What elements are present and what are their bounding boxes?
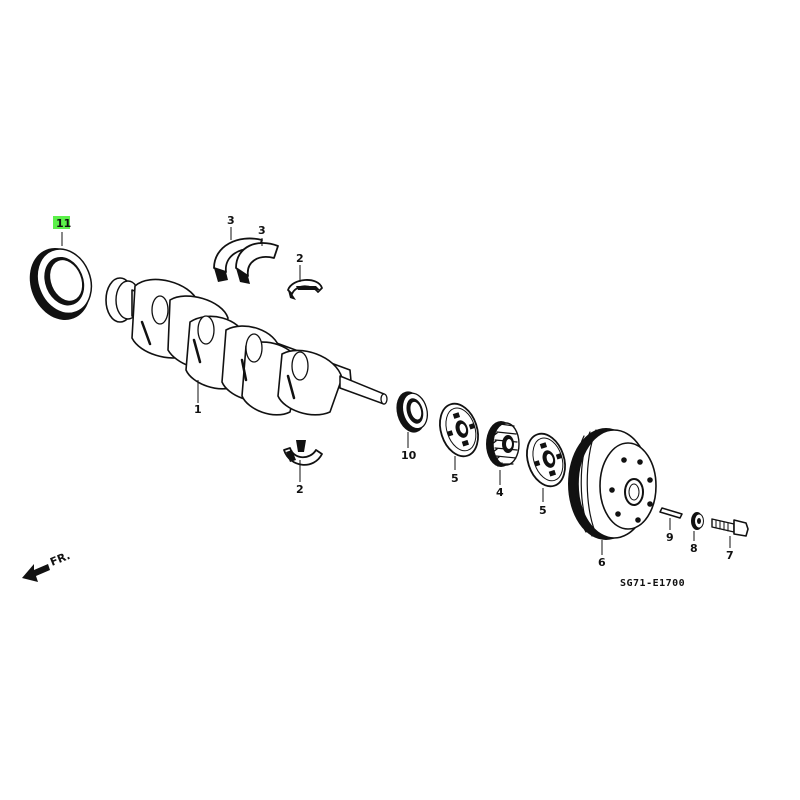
callout-11: 11 [56,217,71,230]
leader-lines [61,227,731,555]
callout-6: 6 [598,556,606,569]
pulley-washer [691,512,704,530]
callout-2-upper: 2 [296,252,304,265]
callout-7: 7 [726,549,734,562]
callout-3-right: 3 [258,224,266,237]
woodruff-key [659,507,683,519]
crankshaft [105,277,388,416]
callout-11-highlight [53,216,70,229]
callout-8: 8 [690,542,698,555]
callout-1: 1 [194,403,202,416]
front-direction-arrow: FR. [22,549,72,582]
main-bearing-upper [287,279,323,300]
front-label: FR. [48,549,72,569]
callout-5-front: 5 [539,504,547,517]
thrust-washer-right [235,242,279,284]
callout-9: 9 [666,531,674,544]
main-bearing-lower [283,440,323,466]
pulley-bolt [711,518,749,537]
belt-guide-plate-front [526,432,566,488]
timing-belt-drive-pulley [486,421,520,467]
callout-5-rear: 5 [451,472,459,485]
drawing-code: SG71-E1700 [620,578,685,589]
callout-4: 4 [496,486,504,499]
callout-labels: 11 3 3 2 1 2 10 5 4 5 6 9 8 7 [56,214,734,569]
callout-10: 10 [401,449,417,462]
front-oil-seal [396,391,429,433]
belt-guide-plate-rear [439,402,479,458]
callout-2-lower: 2 [296,483,304,496]
crankshaft-pulley [568,428,657,540]
callout-3-left: 3 [227,214,235,227]
rear-oil-seal [29,248,93,320]
